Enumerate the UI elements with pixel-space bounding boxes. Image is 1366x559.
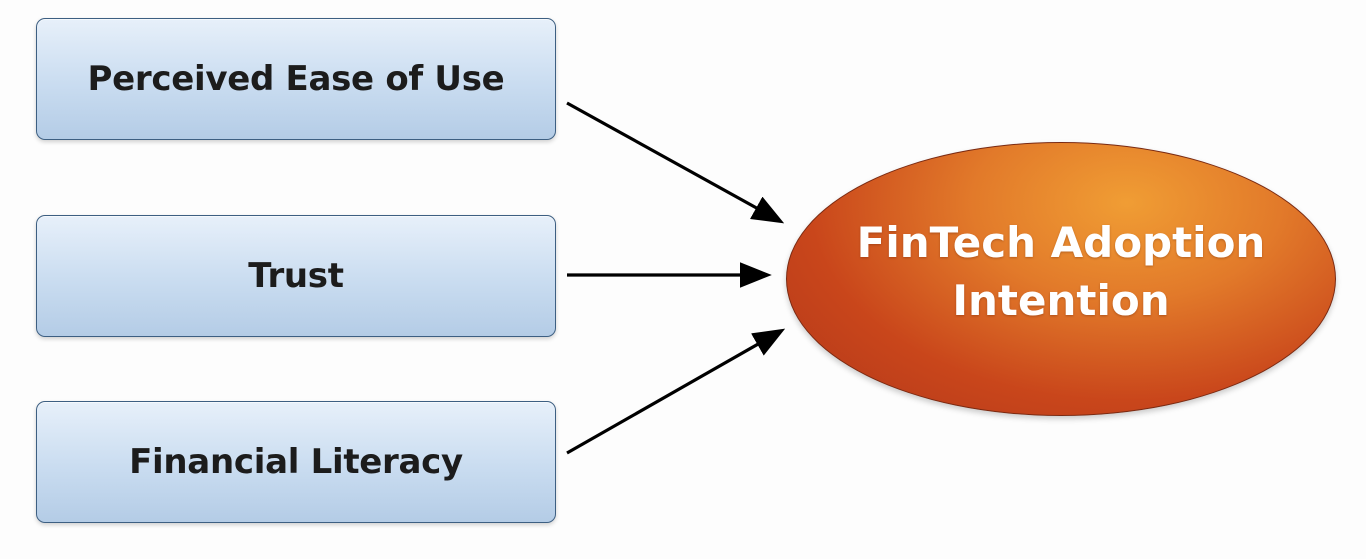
- outcome-ellipse-fintech-adoption-intention: FinTech Adoption Intention: [786, 142, 1336, 416]
- outcome-label: FinTech Adoption Intention: [857, 214, 1266, 330]
- predictor-box-perceived-ease-of-use: Perceived Ease of Use: [36, 18, 556, 140]
- outcome-label-line1: FinTech Adoption: [856, 218, 1266, 267]
- predictor-box-financial-literacy: Financial Literacy: [36, 401, 556, 523]
- predictor-box-trust: Trust: [36, 215, 556, 337]
- arrow-ease-to-outcome: [566, 101, 785, 224]
- predictor-label: Perceived Ease of Use: [87, 59, 505, 99]
- outcome-label-line2: Intention: [952, 276, 1170, 325]
- arrow-literacy-to-outcome: [566, 328, 786, 455]
- predictor-label: Trust: [248, 256, 344, 296]
- predictor-label: Financial Literacy: [129, 442, 463, 482]
